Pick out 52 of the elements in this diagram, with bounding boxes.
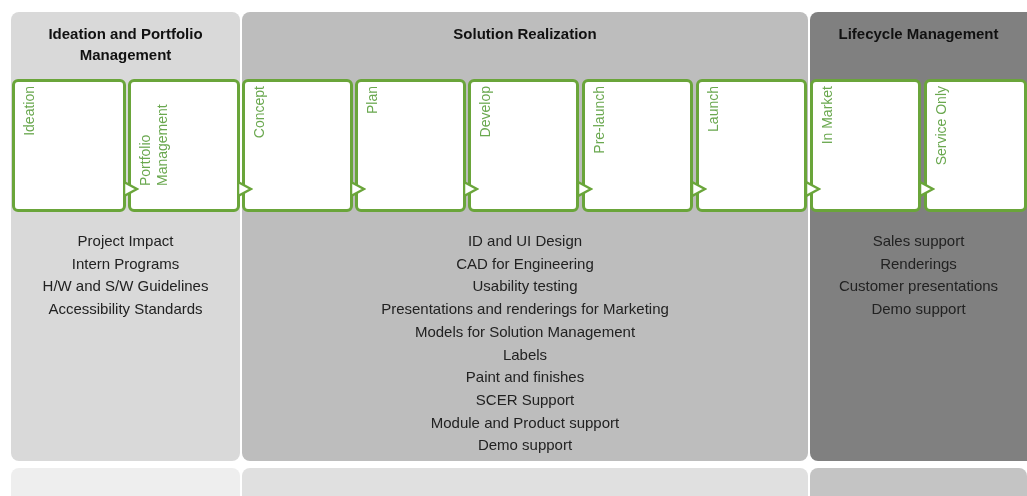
phase-panel — [11, 12, 240, 461]
activity-item: ID and UI Design — [467, 231, 583, 251]
reflection — [242, 468, 808, 496]
reflection — [810, 468, 1027, 496]
arrow — [576, 180, 593, 198]
stage-box — [582, 79, 693, 212]
phase-panel — [242, 12, 808, 461]
stage-box — [924, 79, 1027, 212]
stage-box — [696, 79, 807, 212]
stage-box — [12, 79, 126, 212]
stage-box — [128, 79, 240, 212]
arrow — [690, 180, 707, 198]
activity-item: Demo support — [477, 435, 573, 456]
arrow — [236, 180, 253, 198]
panel-heading: Lifecycle Management — [837, 24, 1000, 44]
stage-label: Concept — [251, 86, 268, 139]
activity-item: Accessibility Standards — [48, 299, 203, 320]
panel-heading: Ideation and Portfolio Management — [47, 24, 204, 65]
activity-item: H/W and S/W Guidelines — [42, 276, 209, 297]
activity-item: CAD for Engineering — [456, 253, 594, 274]
arrow — [349, 180, 366, 198]
arrow — [804, 180, 821, 198]
activity-item: Renderings — [880, 253, 957, 274]
stage-label: Develop — [477, 86, 494, 138]
stage-label: Service Only — [933, 86, 950, 166]
activity-item: Sales support — [872, 231, 965, 251]
stage-label: Plan — [364, 86, 381, 115]
stage-label: Launch — [705, 86, 722, 132]
activity-item: SCER Support — [475, 389, 575, 410]
stage-box — [242, 79, 353, 212]
activity-item: Presentations and renderings for Marketing — [381, 299, 669, 320]
activity-item: Usability testing — [472, 276, 578, 297]
stage-box — [468, 79, 579, 212]
arrow — [462, 180, 479, 198]
activity-item: Labels — [502, 344, 548, 365]
stage-box — [810, 79, 921, 212]
panel-heading: Solution Realization — [452, 24, 598, 44]
activity-item: Intern Programs — [71, 253, 180, 274]
arrow — [918, 180, 935, 198]
stage-label: In Market — [819, 86, 836, 145]
stage-label: Ideation — [21, 86, 38, 136]
activity-item: Module and Product support — [430, 412, 620, 433]
stage-label: Pre-launch — [591, 86, 608, 154]
activity-item: Paint and finishes — [465, 367, 585, 388]
activity-item: Project Impact — [77, 231, 174, 251]
activity-item: Demo support — [871, 299, 966, 320]
stage-box — [355, 79, 466, 212]
activity-item: Customer presentations — [838, 276, 999, 297]
stage-label: Portfolio Management — [137, 103, 171, 186]
activity-item: Models for Solution Management — [414, 321, 636, 342]
arrow — [122, 180, 139, 198]
phase-panel — [810, 12, 1027, 461]
